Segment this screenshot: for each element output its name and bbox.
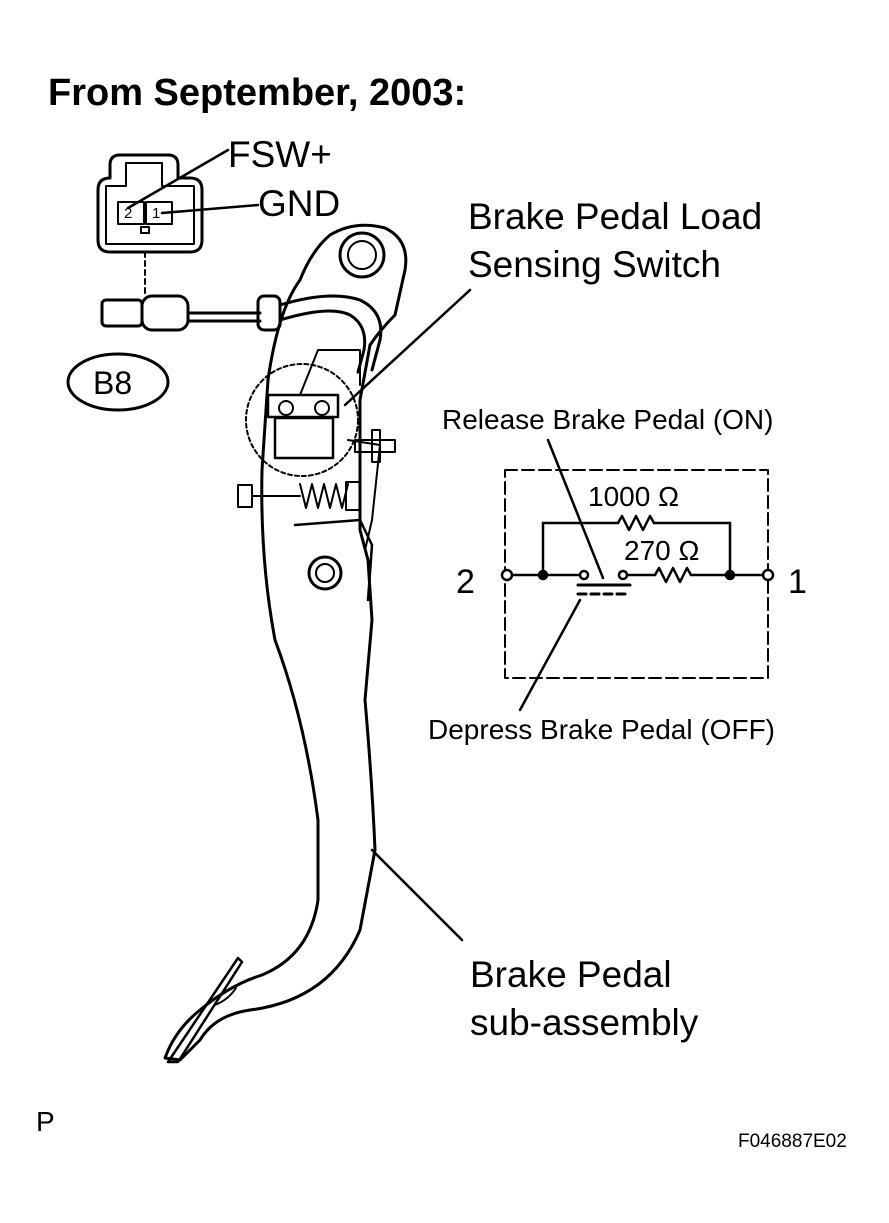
brake-pedal-arm-icon: [163, 223, 408, 1064]
corner-mark: P: [36, 1106, 55, 1137]
terminal-right-label: 1: [788, 563, 807, 601]
connector-icon: [96, 153, 204, 297]
pedal-callout-line2: sub-assembly: [470, 1002, 699, 1043]
pedal-callout-line1: Brake Pedal: [470, 954, 672, 995]
pin-number-2: 2: [124, 205, 133, 222]
resistor-lower-label: 270 Ω: [624, 535, 700, 566]
release-label: Release Brake Pedal (ON): [442, 404, 774, 435]
pin-number-1: 1: [152, 205, 161, 222]
fsw-leader-line: [126, 148, 230, 210]
switch-leader-line: [343, 288, 472, 407]
depress-label: Depress Brake Pedal (OFF): [428, 714, 775, 745]
terminal-left-label: 2: [456, 563, 475, 601]
switch-circuit-schematic: [500, 438, 775, 712]
switch-callout-line1: Brake Pedal Load: [468, 196, 763, 237]
load-sensing-switch-icon: [237, 349, 396, 551]
switch-callout-line2: Sensing Switch: [468, 244, 721, 285]
figure-code: F046887E02: [738, 1131, 847, 1152]
pin-label-fsw: FSW+: [228, 134, 332, 175]
page-title: From September, 2003:: [48, 72, 467, 114]
connector-id-oval: [66, 352, 170, 412]
harness-plug-icon: [100, 294, 383, 374]
gnd-leader-line: [160, 203, 260, 215]
pin-label-gnd: GND: [258, 183, 341, 224]
pedal-leader-line: [370, 848, 464, 942]
connector-id: B8: [93, 365, 133, 401]
resistor-upper-label: 1000 Ω: [588, 481, 679, 512]
